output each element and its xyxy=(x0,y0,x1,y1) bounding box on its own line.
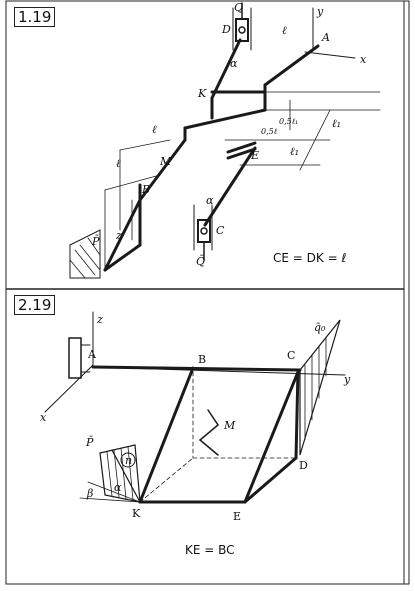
rod-bk xyxy=(138,366,195,504)
slider-c xyxy=(197,219,211,243)
load-q0 xyxy=(299,319,341,456)
label-c-2: C xyxy=(287,349,296,362)
x-axis-top xyxy=(304,51,356,59)
label-d-2: D xyxy=(299,459,308,472)
rod-cd xyxy=(294,368,300,460)
label-alpha-top: α xyxy=(230,57,238,70)
label-l-mid: ℓ xyxy=(152,123,157,136)
label-q0: q̄₀ xyxy=(314,321,326,334)
label-y-2: y xyxy=(344,373,351,386)
label-a-2: A xyxy=(88,348,96,361)
plate-e xyxy=(226,141,257,154)
label-l-left: ℓ xyxy=(116,157,121,170)
problem-tag-2-19: 2.19 xyxy=(14,295,56,315)
load-area-1-19 xyxy=(69,229,101,279)
label-d: D xyxy=(222,23,231,36)
label-c-top: C xyxy=(216,224,225,237)
diagram-1-19 xyxy=(69,2,381,279)
support-a xyxy=(68,337,82,379)
formula-1-19: CE = DK = ℓ xyxy=(273,251,347,265)
label-k-2: K xyxy=(132,507,141,520)
label-m-2: M xyxy=(224,419,236,432)
label-y-top: y xyxy=(317,5,324,18)
formula-2-19: KE = BC xyxy=(185,543,235,557)
rod-ed xyxy=(243,456,298,504)
label-q-top: Q̄ xyxy=(234,1,244,14)
label-z-2: z xyxy=(97,313,103,326)
label-l1-right: ℓ₁ xyxy=(332,117,341,130)
label-p-2: P̄ xyxy=(86,436,94,449)
label-p-top: P̄ xyxy=(92,235,100,248)
label-x-2: x xyxy=(40,411,47,424)
rod-ce-2 xyxy=(243,370,300,504)
label-frac1: 0,5ℓ xyxy=(261,127,278,136)
x-axis xyxy=(44,364,94,413)
rod-dk xyxy=(210,38,242,100)
label-e-2: E xyxy=(233,510,242,523)
problem-tag-1-19: 1.19 xyxy=(14,7,56,27)
slider-d xyxy=(235,18,249,42)
label-l-top: ℓ xyxy=(282,24,287,37)
label-z-top: z xyxy=(116,229,122,242)
label-beta-2: β xyxy=(87,487,94,500)
label-alpha-bottom: α xyxy=(206,194,214,207)
label-frac2: 0,5ℓ₁ xyxy=(279,117,299,126)
label-x-top: x xyxy=(360,53,367,66)
outer-frame xyxy=(5,0,410,585)
label-alpha-2: α xyxy=(114,481,122,494)
label-l1-lower: ℓ₁ xyxy=(290,145,299,158)
rod-a xyxy=(263,44,320,87)
label-b-top: B xyxy=(142,183,151,196)
diagram-2-19 xyxy=(44,311,346,504)
label-q-bottom: Q̄ xyxy=(196,255,206,268)
moment-symbol xyxy=(198,409,219,456)
label-b-2: B xyxy=(198,353,207,366)
label-n-2: n xyxy=(125,454,133,467)
beam-abc xyxy=(91,365,302,372)
label-k-top: K xyxy=(198,87,207,100)
label-e-top: E xyxy=(251,149,260,162)
rod-ce xyxy=(203,146,257,227)
normal-n xyxy=(111,449,141,503)
label-a-top: A xyxy=(322,31,330,44)
label-m-top: M xyxy=(160,155,172,168)
